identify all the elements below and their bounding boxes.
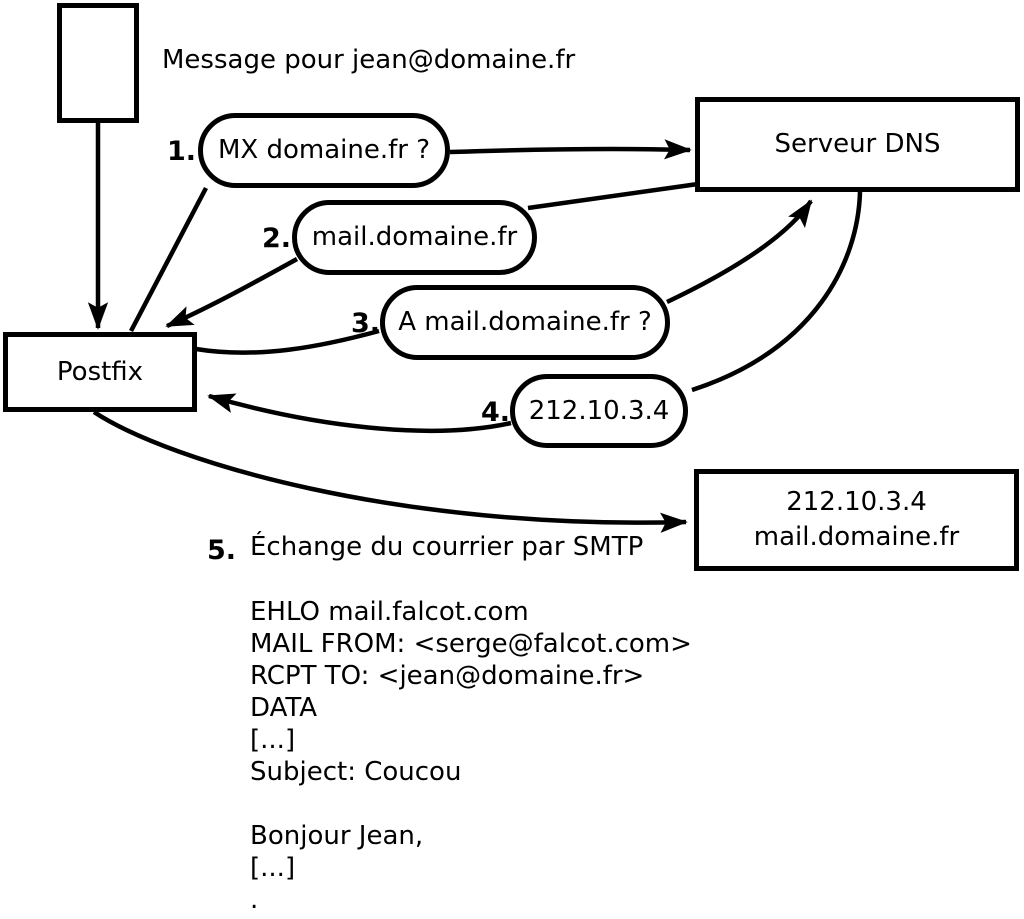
smtp-line: [250, 788, 692, 820]
line-dns-to-step2: [527, 181, 699, 211]
step3-number: 3.: [351, 308, 381, 339]
smtp-transcript: EHLO mail.falcot.com MAIL FROM: <serge@f…: [250, 596, 692, 916]
smtp-line: .: [250, 885, 259, 915]
postfix-node: Postfix: [3, 332, 197, 412]
step5-label: Échange du courrier par SMTP: [250, 532, 644, 562]
line-dns-to-step4: [691, 191, 863, 393]
step3-label: A mail.domaine.fr ?: [398, 307, 652, 338]
step2-number: 2.: [262, 223, 292, 254]
step1-pill: MX domaine.fr ?: [198, 113, 450, 188]
smtp-line: RCPT TO: <jean@domaine.fr>: [250, 661, 645, 691]
smtp-line: [...]: [250, 725, 296, 755]
smtp-line: MAIL FROM: <serge@falcot.com>: [250, 629, 692, 659]
message-icon: [57, 3, 139, 123]
smtp-line: DATA: [250, 693, 317, 723]
arrow-step1-to-dns: [449, 139, 692, 160]
mailserver-ip: 212.10.3.4: [786, 487, 927, 517]
postfix-label: Postfix: [56, 356, 144, 387]
step1-number: 1.: [167, 136, 197, 167]
step4-label: 212.10.3.4: [528, 395, 670, 426]
arrow-postfix-to-mailserver: [92, 410, 688, 533]
mailserver-node: 212.10.3.4 mail.domaine.fr: [694, 469, 1019, 571]
step2-label: mail.domaine.fr: [311, 222, 518, 253]
arrow-step4-to-postfix: [207, 393, 512, 433]
arrow-step2-to-postfix: [165, 257, 299, 329]
smtp-line: EHLO mail.falcot.com: [250, 597, 529, 627]
step1-label: MX domaine.fr ?: [217, 135, 431, 166]
arrow-step3-to-dns: [666, 199, 813, 305]
step5-number: 5.: [207, 535, 237, 566]
line-postfix-to-step1: [129, 186, 208, 333]
mailserver-hostname: mail.domaine.fr: [753, 522, 960, 552]
line-postfix-to-step3: [195, 328, 380, 355]
step4-number: 4.: [481, 397, 511, 428]
dns-label: Serveur DNS: [774, 129, 941, 160]
step4-pill: 212.10.3.4: [510, 374, 688, 448]
step3-pill: A mail.domaine.fr ?: [380, 285, 670, 360]
smtp-line: Bonjour Jean,: [250, 821, 424, 851]
smtp-line: Subject: Coucou: [250, 757, 462, 787]
step2-pill: mail.domaine.fr: [292, 200, 537, 275]
diagram-title: Message pour jean@domaine.fr: [162, 45, 576, 75]
smtp-line: [...]: [250, 853, 296, 883]
dns-node: Serveur DNS: [695, 97, 1020, 192]
